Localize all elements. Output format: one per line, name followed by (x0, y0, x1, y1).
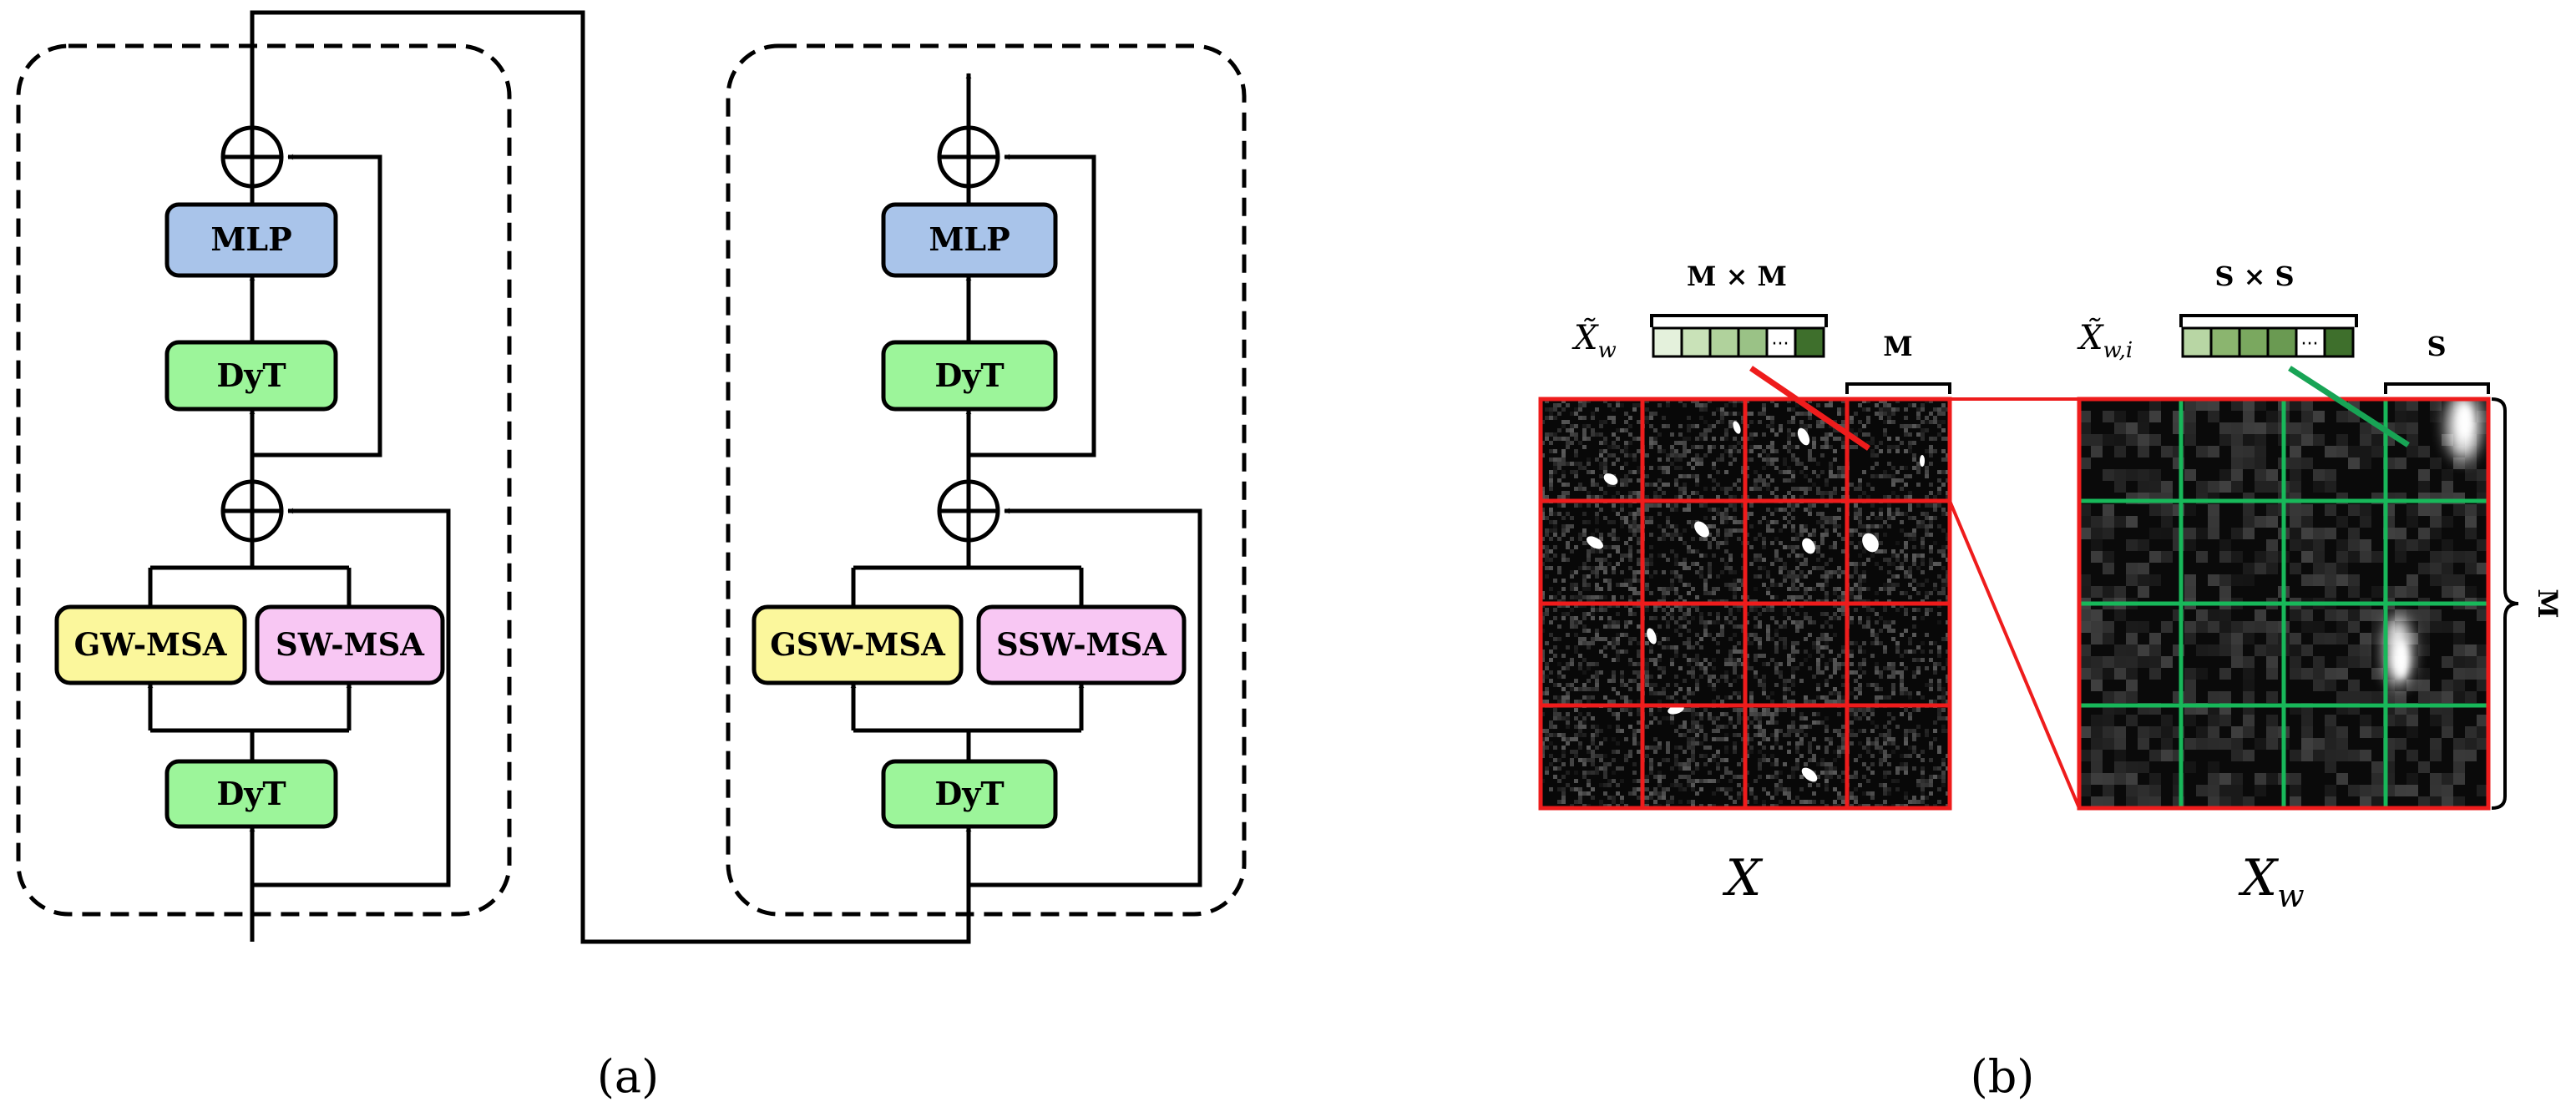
green-pointer-arrow (2288, 366, 2410, 447)
image-label-x: X (1723, 849, 1764, 907)
block2-add-top (937, 125, 1000, 189)
token-brace-left (1650, 314, 1828, 327)
block2-dyt-bottom-label: DyT (934, 775, 1004, 812)
block1-outline (16, 43, 512, 917)
image-x-window-grid (1538, 397, 1952, 811)
block2-ssw-msa: SSW-MSA (976, 604, 1187, 685)
block1-dyt-bottom-label: DyT (216, 775, 286, 812)
block2-connectors (850, 73, 1202, 887)
image-xw-border (2077, 397, 2491, 811)
red-pointer-arrow (1749, 366, 1870, 451)
window-brace-left (1845, 382, 1951, 394)
window-brace-right (2384, 382, 2490, 394)
block1-connectors (147, 10, 972, 944)
window-label-right: S (2427, 331, 2446, 362)
token-cells-right (2181, 326, 2355, 358)
image-xw-bright-spots (2385, 392, 2480, 686)
token-symbol-right: X̃w,i (2077, 318, 2133, 363)
block1-sw-msa: SW-MSA (255, 604, 445, 685)
block1-residual-1 (252, 508, 451, 887)
block2-residual-1 (969, 508, 1202, 887)
token-bar-right: S × S ··· X̃w,i (2077, 260, 2358, 363)
image-xw (2077, 392, 2491, 811)
panel-b: M × M ··· X̃w M S × S (1538, 260, 2563, 1103)
token-ellipsis-left: ··· (1772, 334, 1789, 355)
block2-add-bottom (937, 479, 1000, 543)
block2-gsw-msa: GSW-MSA (752, 604, 964, 685)
token-brace-right (2179, 314, 2358, 327)
block2-gsw-msa-label: GSW-MSA (770, 626, 946, 663)
block1-sw-msa-label: SW-MSA (276, 626, 425, 663)
block2-ssw-msa-label: SSW-MSA (996, 626, 1167, 663)
block2-outline (726, 43, 1247, 917)
block2-mlp-label: MLP (929, 220, 1010, 258)
block1-dyt-top: DyT (164, 340, 338, 412)
token-dims-right: S × S (2214, 260, 2294, 292)
block1-mlp: MLP (164, 202, 338, 278)
token-cells-left (1652, 326, 1825, 358)
side-label-right: M (2532, 589, 2563, 618)
block1-gw-msa-label: GW-MSA (74, 626, 228, 663)
block1-dyt-top-label: DyT (216, 356, 286, 394)
block1-mlp-label: MLP (210, 220, 291, 258)
block2-dyt-bottom: DyT (881, 759, 1058, 829)
caption-a: (a) (597, 1050, 659, 1103)
block1-add-top (220, 125, 284, 189)
token-bar-left: M × M ··· X̃w (1571, 260, 1828, 363)
window-label-left: M (1883, 331, 1912, 362)
caption-b: (b) (1971, 1050, 2035, 1103)
zoom-connectors (1948, 397, 2081, 809)
panel-a: MLP DyT GW-MSA SW-MSA DyT (16, 10, 1247, 1103)
block2-dyt-top: DyT (881, 340, 1058, 412)
block-connector (250, 10, 972, 944)
block2-mlp: MLP (881, 202, 1058, 278)
block2-dyt-top-label: DyT (934, 356, 1004, 394)
block2-residual-2 (969, 154, 1096, 457)
block1-residual-2 (252, 154, 382, 457)
token-symbol-left: X̃w (1571, 318, 1617, 363)
image-x (1538, 397, 1952, 811)
block1-gw-msa: GW-MSA (54, 604, 247, 685)
token-ellipsis-right: ··· (2301, 334, 2319, 355)
token-dims-left: M × M (1687, 260, 1787, 292)
block1-dyt-bottom: DyT (164, 759, 338, 829)
side-brace-right (2491, 397, 2519, 810)
image-xw-subgrid (2079, 399, 2488, 808)
block1-add-bottom (220, 479, 284, 543)
image-x-spots (1587, 421, 1925, 782)
image-label-xw: Xw (2238, 849, 2304, 914)
